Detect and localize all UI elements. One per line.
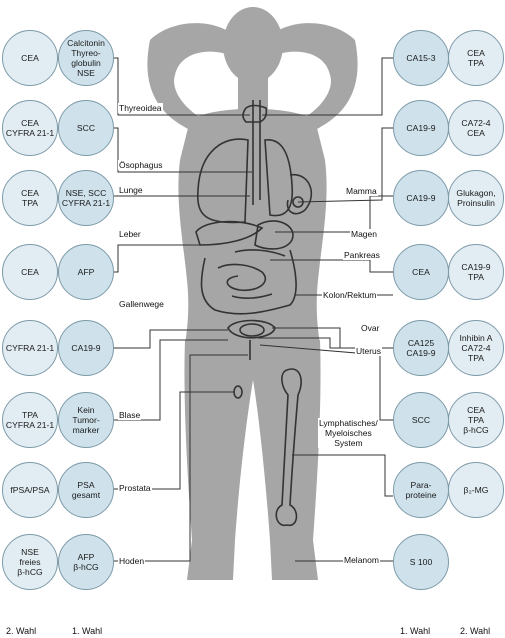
right-second-choice-circle: β₂-MG — [448, 462, 504, 518]
left-first-choice-circle: AFP — [58, 244, 114, 300]
right-second-choice-circle-label: β₂-MG — [463, 485, 489, 495]
left-first-choice-circle-label: PSA gesamt — [71, 480, 101, 500]
right-second-choice-circle-label: CA19-9 TPA — [461, 262, 491, 282]
organ-label-right: Ovar — [360, 323, 381, 333]
body-silhouette — [147, 7, 358, 580]
column-label-left-second: 2. Wahl — [6, 626, 37, 636]
organ-label-right: Melanom — [343, 555, 380, 565]
organ-label-left: Thyreoidea — [118, 103, 163, 113]
right-first-choice-circle-label: CA125 CA19-9 — [406, 338, 436, 358]
left-second-choice-circle: CEA CYFRA 21-1 — [2, 100, 58, 156]
left-first-choice-circle-label: AFP β-hCG — [73, 552, 99, 572]
right-second-choice-circle-label: CEA TPA — [467, 48, 485, 68]
right-first-choice-circle: CA19-9 — [393, 170, 449, 226]
column-label-right-second: 2. Wahl — [460, 626, 491, 636]
left-first-choice-circle-label: CA19-9 — [71, 343, 101, 353]
organ-label-right: Mamma — [345, 186, 378, 196]
left-second-choice-circle-label: CYFRA 21-1 — [5, 343, 55, 353]
right-second-choice-circle-label: Glukagon, Proinsulin — [456, 188, 496, 208]
right-second-choice-circle: Glukagon, Proinsulin — [448, 170, 504, 226]
organ-label-left: Lunge — [118, 185, 144, 195]
left-first-choice-circle-label: SCC — [76, 123, 96, 133]
left-first-choice-circle: Kein Tumor- marker — [58, 392, 114, 448]
organ-label-kolon: Kolon/Rektum — [322, 290, 378, 300]
right-second-choice-circle-label: Inhibin A CA72-4 TPA — [459, 333, 493, 363]
column-label-left-first: 1. Wahl — [72, 626, 103, 636]
column-label-right-first: 1. Wahl — [400, 626, 431, 636]
organ-label-right: Magen — [350, 229, 378, 239]
left-second-choice-circle-label: TPA CYFRA 21-1 — [5, 410, 55, 430]
left-first-choice-circle-label: AFP — [77, 267, 95, 277]
organ-label-left: Hoden — [118, 556, 146, 566]
left-first-choice-circle: NSE, SCC CYFRA 21-1 — [58, 170, 114, 226]
right-first-choice-circle: CA125 CA19-9 — [393, 320, 449, 376]
right-first-choice-circle-label: CEA — [412, 267, 430, 277]
left-second-choice-circle: fPSA/PSA — [2, 462, 58, 518]
organ-label-left: Blase — [118, 410, 142, 420]
left-second-choice-circle-label: NSE freies β-hCG — [17, 547, 43, 577]
right-second-choice-circle: Inhibin A CA72-4 TPA — [448, 320, 504, 376]
left-second-choice-circle: CEA — [2, 30, 58, 86]
right-second-choice-circle-label: CEA TPA β-hCG — [463, 405, 489, 435]
left-second-choice-circle-label: CEA — [21, 267, 39, 277]
right-first-choice-circle-label: CA19-9 — [406, 193, 436, 203]
right-first-choice-circle: CA19-9 — [393, 100, 449, 156]
right-first-choice-circle-label: CA15-3 — [406, 53, 436, 63]
left-first-choice-circle: AFP β-hCG — [58, 534, 114, 590]
organ-label-right: Lymphatisches/ Myeloisches System — [318, 418, 379, 448]
organ-label-right: Uterus — [355, 346, 383, 356]
left-first-choice-circle-label: Calcitonin Thyreo- globulin NSE — [67, 38, 105, 78]
left-first-choice-circle: Calcitonin Thyreo- globulin NSE — [58, 30, 114, 86]
right-first-choice-circle-label: SCC — [411, 415, 431, 425]
right-first-choice-circle-label: Para- proteine — [405, 480, 437, 500]
right-first-choice-circle: SCC — [393, 392, 449, 448]
left-second-choice-circle: NSE freies β-hCG — [2, 534, 58, 590]
right-first-choice-circle: CA15-3 — [393, 30, 449, 86]
right-second-choice-circle: CA72-4 CEA — [448, 100, 504, 156]
organ-outlines — [195, 100, 313, 527]
left-second-choice-circle-label: CEA CYFRA 21-1 — [5, 118, 55, 138]
left-first-choice-circle-label: NSE, SCC CYFRA 21-1 — [61, 188, 111, 208]
organ-label-left: Gallenwege — [118, 299, 165, 309]
organ-label-left: Prostata — [118, 483, 152, 493]
right-second-choice-circle: CA19-9 TPA — [448, 244, 504, 300]
right-first-choice-circle: CEA — [393, 244, 449, 300]
right-second-choice-circle-label: CA72-4 CEA — [461, 118, 491, 138]
left-second-choice-circle-label: CEA TPA — [21, 188, 39, 208]
left-first-choice-circle-label: Kein Tumor- marker — [72, 405, 100, 435]
right-second-choice-circle: CEA TPA β-hCG — [448, 392, 504, 448]
right-first-choice-circle-label: S 100 — [409, 557, 433, 567]
right-first-choice-circle: S 100 — [393, 534, 449, 590]
right-second-choice-circle: CEA TPA — [448, 30, 504, 86]
right-first-choice-circle-label: CA19-9 — [406, 123, 436, 133]
left-first-choice-circle: CA19-9 — [58, 320, 114, 376]
left-second-choice-circle: CEA TPA — [2, 170, 58, 226]
left-first-choice-circle: PSA gesamt — [58, 462, 114, 518]
left-second-choice-circle: CEA — [2, 244, 58, 300]
left-second-choice-circle: CYFRA 21-1 — [2, 320, 58, 376]
left-second-choice-circle-label: fPSA/PSA — [10, 485, 50, 495]
organ-label-left: Leber — [118, 229, 142, 239]
right-first-choice-circle: Para- proteine — [393, 462, 449, 518]
left-second-choice-circle-label: CEA — [21, 53, 39, 63]
organ-label-left: Ösophagus — [118, 160, 164, 170]
left-second-choice-circle: TPA CYFRA 21-1 — [2, 392, 58, 448]
organ-label-pankreas: Pankreas — [343, 250, 381, 260]
left-first-choice-circle: SCC — [58, 100, 114, 156]
